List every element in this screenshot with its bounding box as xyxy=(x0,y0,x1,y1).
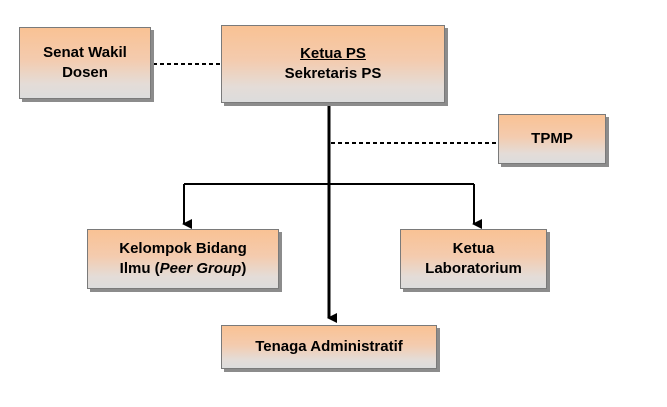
node-laboratorium-line1: Ketua xyxy=(452,240,495,257)
node-laboratorium-line2: Laboratorium xyxy=(425,260,522,277)
node-tenaga-administratif: Tenaga Administratif xyxy=(221,325,437,369)
node-ketua-ps: Ketua PS Sekretaris PS xyxy=(221,25,445,103)
node-kelompok-line2: Ilmu (Peer Group) xyxy=(119,260,247,277)
node-tenaga-label: Tenaga Administratif xyxy=(255,338,403,355)
node-ketua-line2: Sekretaris PS xyxy=(284,65,382,82)
node-ketua-line1: Ketua PS xyxy=(300,45,366,62)
node-kelompok-line1: Kelompok Bidang xyxy=(119,240,247,257)
node-tpmp-label: TPMP xyxy=(531,130,573,147)
node-ketua-laboratorium: Ketua Laboratorium xyxy=(400,229,547,289)
node-senat-wakil-dosen: Senat Wakil Dosen xyxy=(19,27,151,99)
node-kelompok-bidang-ilmu: Kelompok Bidang Ilmu (Peer Group) xyxy=(87,229,279,289)
node-senat-line2: Dosen xyxy=(62,64,108,81)
node-senat-line1: Senat Wakil xyxy=(43,44,127,61)
node-tpmp: TPMP xyxy=(498,114,606,164)
